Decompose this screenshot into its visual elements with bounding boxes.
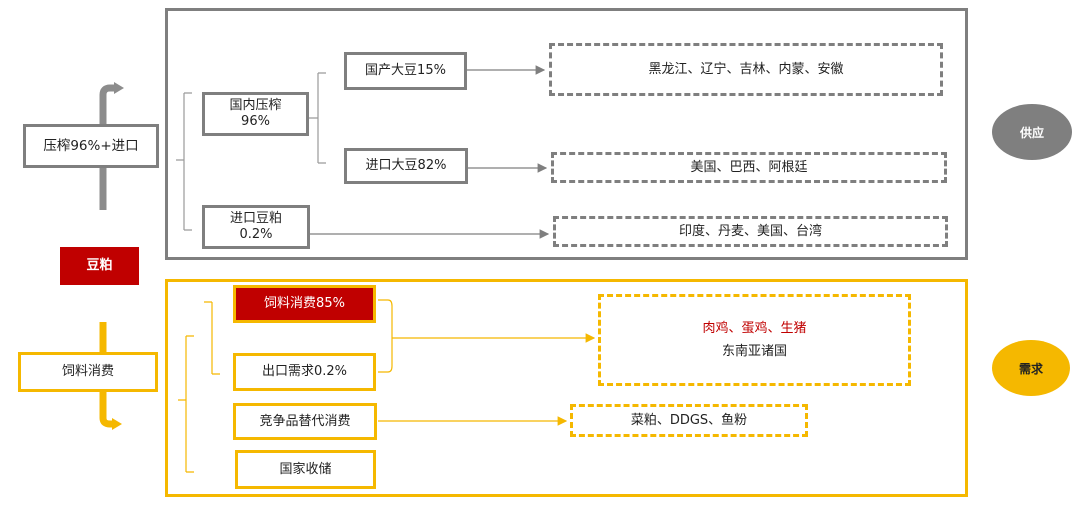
domestic-soy-box: 国产大豆15% xyxy=(344,52,467,90)
import-meal-label: 进口豆粕 xyxy=(229,211,282,226)
demand-down-arrow xyxy=(99,322,114,428)
substitutes-list-box: 菜粕、DDGS、鱼粉 xyxy=(570,404,808,437)
supply-badge-label: 供应 xyxy=(1019,125,1044,140)
import-meal-share: 0.2% xyxy=(239,227,273,242)
export-demand-label: 出口需求0.2% xyxy=(261,364,348,379)
substitute-consumption-box: 竞争品替代消费 xyxy=(233,403,377,440)
import-soy-box: 进口大豆82% xyxy=(344,148,468,184)
import-meal-box: 进口豆粕 0.2% xyxy=(202,205,310,249)
domestic-soy-label: 国产大豆15% xyxy=(365,63,446,78)
domestic-crush-box: 国内压榨 96% xyxy=(202,92,309,136)
feed-consumption-label: 饲料消费85% xyxy=(264,296,345,311)
center-label-box: 豆粕 xyxy=(60,247,139,285)
supply-frame xyxy=(165,8,968,260)
export-demand-box: 出口需求0.2% xyxy=(233,353,376,391)
southeast-asia-text: 东南亚诸国 xyxy=(721,343,787,359)
supply-root-label: 压榨96%+进口 xyxy=(43,138,139,154)
domestic-regions-text: 黑龙江、辽宁、吉林、内蒙、安徽 xyxy=(648,61,844,77)
supply-up-arrow xyxy=(99,84,116,210)
domestic-crush-label: 国内压榨 xyxy=(229,98,282,113)
substitute-consumption-label: 竞争品替代消费 xyxy=(259,413,351,429)
demand-root-box: 饲料消费 xyxy=(18,352,158,392)
feed-end-users-box: 肉鸡、蛋鸡、生猪 东南亚诸国 xyxy=(598,294,911,386)
state-reserve-box: 国家收储 xyxy=(235,450,376,489)
demand-badge-label: 需求 xyxy=(1018,361,1043,376)
import-soy-regions-box: 美国、巴西、阿根廷 xyxy=(551,152,947,183)
demand-frame xyxy=(165,279,968,497)
state-reserve-label: 国家收储 xyxy=(279,461,332,477)
import-soy-label: 进口大豆82% xyxy=(365,158,447,173)
livestock-text: 肉鸡、蛋鸡、生猪 xyxy=(702,320,807,336)
import-meal-regions-box: 印度、丹麦、美国、台湾 xyxy=(553,216,948,247)
center-label: 豆粕 xyxy=(86,258,113,273)
import-meal-regions-text: 印度、丹麦、美国、台湾 xyxy=(678,223,822,239)
feed-consumption-box: 饲料消费85% xyxy=(233,285,376,323)
substitutes-list-text: 菜粕、DDGS、鱼粉 xyxy=(630,412,748,428)
supply-root-box: 压榨96%+进口 xyxy=(23,124,159,168)
import-soy-regions-text: 美国、巴西、阿根廷 xyxy=(690,159,808,175)
domestic-crush-share: 96% xyxy=(241,114,270,129)
supply-badge: 供应 xyxy=(992,104,1072,160)
domestic-regions-box: 黑龙江、辽宁、吉林、内蒙、安徽 xyxy=(549,43,943,96)
demand-root-label: 饲料消费 xyxy=(61,364,114,379)
demand-badge: 需求 xyxy=(992,340,1070,396)
